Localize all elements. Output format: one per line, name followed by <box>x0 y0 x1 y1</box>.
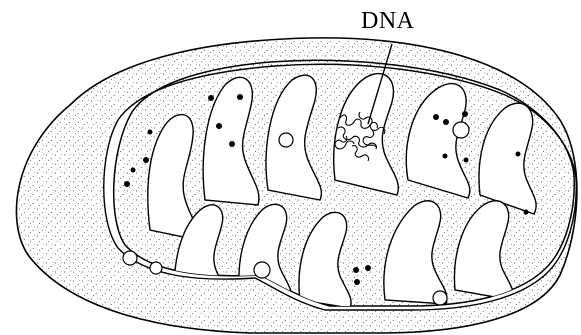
dna-label: DNA <box>361 8 415 35</box>
